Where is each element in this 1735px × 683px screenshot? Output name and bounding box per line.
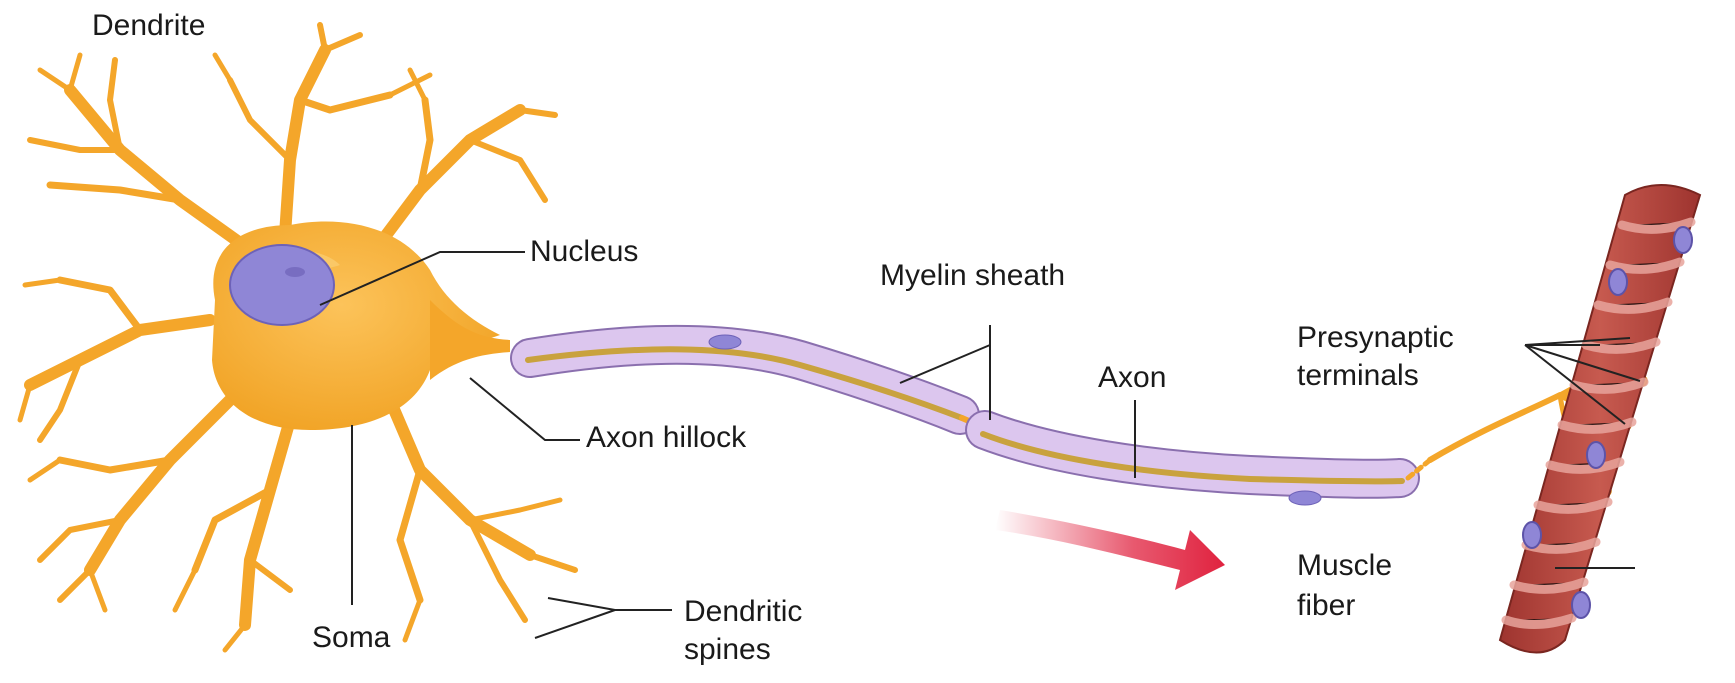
muscle-fiber	[1500, 185, 1700, 653]
label-axon: Axon	[1098, 360, 1166, 396]
label-dendrite: Dendrite	[92, 8, 205, 44]
label-nucleus: Nucleus	[530, 234, 638, 270]
label-myelin-sheath: Myelin sheath	[880, 258, 1065, 294]
label-axon-hillock: Axon hillock	[586, 420, 746, 456]
schwann-nucleus	[1289, 491, 1321, 505]
label-dendritic-spines-2: spines	[684, 632, 771, 668]
label-soma: Soma	[312, 620, 390, 656]
nucleolus	[285, 267, 305, 277]
axon-hillock	[430, 300, 510, 380]
label-dendritic-spines-1: Dendritic	[684, 594, 802, 630]
label-presynaptic-terminals-1: Presynaptic	[1297, 320, 1454, 356]
signal-direction-arrow	[995, 510, 1225, 590]
nucleus	[230, 245, 334, 325]
myelinated-axon	[528, 345, 1402, 482]
axon-hillock-leader	[470, 378, 580, 440]
dendritic-spines-leader	[535, 598, 672, 638]
schwann-nucleus	[709, 335, 741, 349]
label-muscle-fiber-2: fiber	[1297, 588, 1355, 624]
label-presynaptic-terminals-2: terminals	[1297, 358, 1419, 394]
label-muscle-fiber-1: Muscle	[1297, 548, 1392, 584]
